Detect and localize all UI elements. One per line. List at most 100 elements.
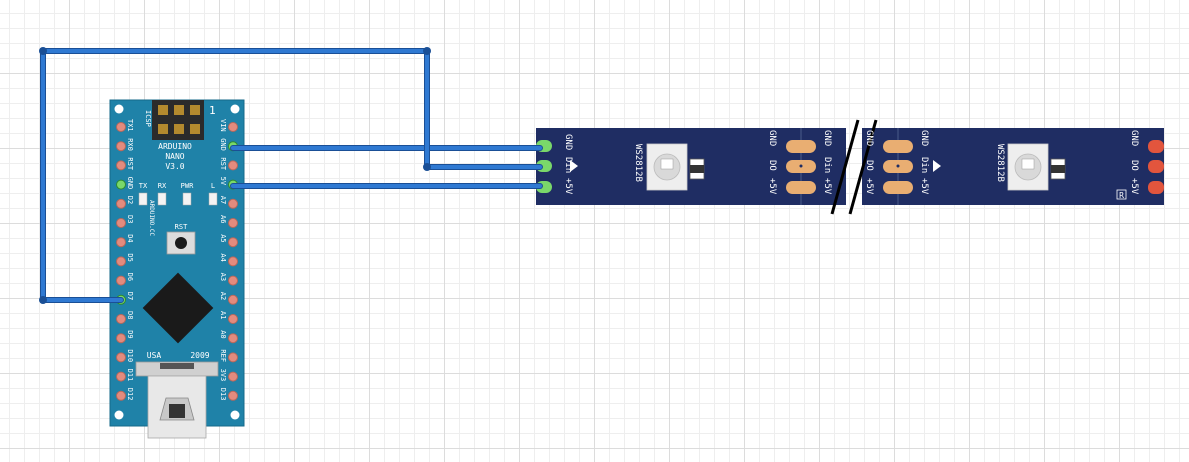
nano-pin-label: D8 xyxy=(126,311,134,319)
rst-button-label: RST xyxy=(175,223,188,231)
wire-d7-din[interactable] xyxy=(39,47,543,304)
strip-label-din: Din xyxy=(563,157,573,173)
nano-pin-d6[interactable] xyxy=(116,275,126,286)
nano-pin-label: A7 xyxy=(219,196,227,204)
arduino-nano-board[interactable]: ICSP 1 ARDUINO NANO V3.0 TX RX PWR L ARD… xyxy=(109,99,245,439)
nano-pin-d2[interactable] xyxy=(116,198,126,209)
led-chip-label: WS2812B xyxy=(995,144,1005,182)
strip-break-mark xyxy=(848,119,878,215)
nano-pin-label: RST xyxy=(126,157,134,170)
seg1-right-label-5v: +5V xyxy=(822,178,832,195)
year-label: 2009 xyxy=(190,351,209,360)
usa-label: USA xyxy=(147,351,162,360)
mounting-hole xyxy=(114,410,124,420)
microcontroller-chip xyxy=(142,272,214,344)
reset-button[interactable] xyxy=(166,231,196,255)
nano-pin-label: D4 xyxy=(126,234,134,242)
nano-pin-label: RST xyxy=(219,157,227,170)
data-direction-arrow-icon xyxy=(570,160,578,172)
nano-pin-d3[interactable] xyxy=(116,218,126,228)
seg2-label-din: Din xyxy=(919,157,929,173)
nano-pin-label: D10 xyxy=(126,349,134,362)
nano-pin-a7[interactable] xyxy=(228,198,238,209)
nano-pin-a1[interactable] xyxy=(228,314,238,324)
nano-pin-d9[interactable] xyxy=(116,333,126,344)
data-direction-arrow-icon xyxy=(933,160,941,172)
nano-pin-ref[interactable] xyxy=(228,352,238,363)
nano-pin-rst[interactable] xyxy=(228,160,238,171)
seg1-end-label-5v: +5V xyxy=(767,178,777,195)
led-strip[interactable]: GND Din +5V WS2812B GND DO +5V GND Din +… xyxy=(536,119,1164,215)
nano-pin-rst[interactable] xyxy=(116,160,126,171)
seg2-left-label-5v: +5V xyxy=(864,178,874,195)
led-label-pwr: PWR xyxy=(181,182,194,190)
ws2812b-led xyxy=(646,143,705,191)
nano-pin-a5[interactable] xyxy=(228,237,238,248)
seg1-end-label-gnd: GND xyxy=(767,130,777,146)
nano-pin-label: REF xyxy=(219,349,227,362)
nano-pin-a2[interactable] xyxy=(228,294,238,305)
board-label-line2: NANO xyxy=(165,152,184,161)
seg1-right-label-gnd: GND xyxy=(822,130,832,146)
strip-break-mark xyxy=(830,119,860,215)
nano-pin-d4[interactable] xyxy=(116,237,126,248)
seg2-end-label-gnd: GND xyxy=(1129,130,1139,146)
nano-pin-d10[interactable] xyxy=(116,352,126,363)
led-tx xyxy=(138,192,148,206)
pin1-marker: 1 xyxy=(209,104,216,117)
nano-pin-vin[interactable] xyxy=(228,122,238,132)
solder-pad-gnd[interactable] xyxy=(883,140,913,153)
nano-pin-d8[interactable] xyxy=(116,314,126,324)
nano-pin-rx0[interactable] xyxy=(116,141,126,152)
icsp-label: ICSP xyxy=(144,110,152,127)
end-pad-do[interactable] xyxy=(1148,160,1164,173)
solder-pad-5v[interactable] xyxy=(883,181,913,194)
end-pad-gnd[interactable] xyxy=(1148,140,1164,153)
nano-pin-label: TX1 xyxy=(126,119,134,132)
end-pad-5v[interactable] xyxy=(1148,181,1164,194)
nano-pin-d12[interactable] xyxy=(116,390,126,401)
led-rx xyxy=(157,192,167,206)
led-label-l: L xyxy=(211,182,215,190)
nano-pin-a0[interactable] xyxy=(228,333,238,344)
nano-pin-a4[interactable] xyxy=(228,256,238,267)
strip-label-gnd: GND xyxy=(563,134,573,150)
nano-pin-d11[interactable] xyxy=(116,371,126,382)
mounting-hole xyxy=(230,410,240,420)
nano-pin-label: A2 xyxy=(219,292,227,300)
solder-pad-5v[interactable] xyxy=(786,181,816,194)
nano-pin-label: D11 xyxy=(126,369,134,382)
nano-pin-label: D7 xyxy=(126,292,134,300)
mounting-hole xyxy=(114,104,124,114)
nano-pin-label: D12 xyxy=(126,388,134,401)
nano-pin-label: D5 xyxy=(126,253,134,261)
nano-pin-a6[interactable] xyxy=(228,218,238,228)
nano-pin-label: D6 xyxy=(126,273,134,281)
nano-pin-label: GND xyxy=(219,138,227,151)
mounting-hole xyxy=(230,104,240,114)
logo-mark-box xyxy=(1116,189,1127,200)
mini-usb-connector[interactable] xyxy=(135,361,219,439)
nano-pin-label: GND xyxy=(126,177,134,190)
solder-pad-gnd[interactable] xyxy=(786,140,816,153)
led-chip-label: WS2812B xyxy=(633,144,643,182)
nano-pin-label: A3 xyxy=(219,273,227,281)
ws2812b-led xyxy=(1007,143,1066,191)
led-pwr xyxy=(182,192,192,206)
brand-text: ARDUINO.CC xyxy=(148,200,155,237)
seg2-left-label-do: DO xyxy=(864,160,874,171)
nano-pin-tx1[interactable] xyxy=(116,122,126,132)
nano-pin-d13[interactable] xyxy=(228,390,238,401)
strip-label-5v: +5V xyxy=(563,178,573,195)
seg2-left-label-gnd: GND xyxy=(864,130,874,146)
nano-pin-gnd[interactable] xyxy=(116,179,126,190)
seg2-label-gnd: GND xyxy=(919,130,929,146)
icsp-header xyxy=(152,100,204,140)
seg2-end-label-do: DO xyxy=(1129,160,1139,171)
nano-pin-3v3[interactable] xyxy=(228,371,238,382)
nano-pin-d5[interactable] xyxy=(116,256,126,267)
led-l xyxy=(208,192,218,206)
nano-pin-label: D9 xyxy=(126,330,134,338)
nano-pin-a3[interactable] xyxy=(228,275,238,286)
